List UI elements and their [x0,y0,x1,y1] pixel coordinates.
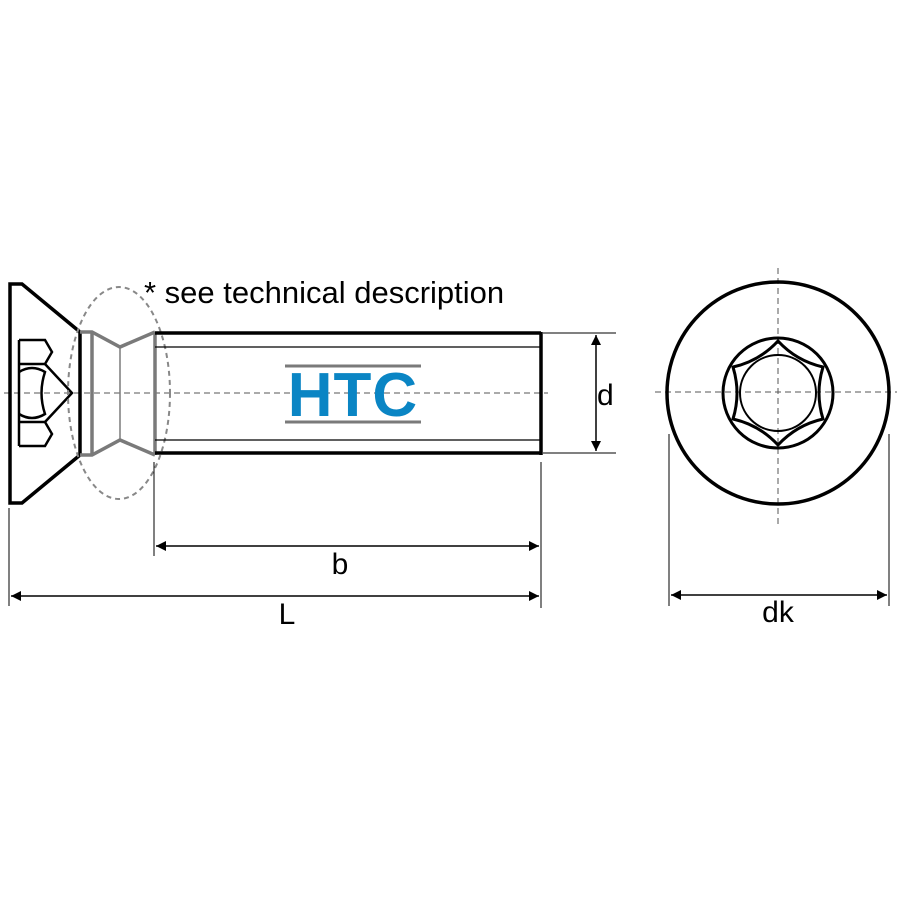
dimension-d-label: d [597,379,614,412]
logo-text: HTC [288,361,418,430]
head-view [655,268,897,525]
dimension-b: b [153,462,542,608]
dimension-dk-label: dk [762,596,795,629]
technical-note: * see technical description [144,275,504,310]
head-outer-circle [665,280,891,506]
detail-highlight-ellipse [67,286,171,500]
torx-recess-icon [721,336,835,450]
dimension-d: d [543,332,616,454]
dimension-l-label: L [279,598,296,631]
neck-detail [80,330,157,457]
htc-logo: HTC [285,361,421,430]
threaded-shank [155,331,543,455]
dimension-b-label: b [332,548,349,581]
dimension-dk: dk [668,434,890,629]
torx-recess-side [17,338,74,448]
side-view: HTC * see technical description [4,275,548,505]
dimension-l: L [8,508,539,631]
